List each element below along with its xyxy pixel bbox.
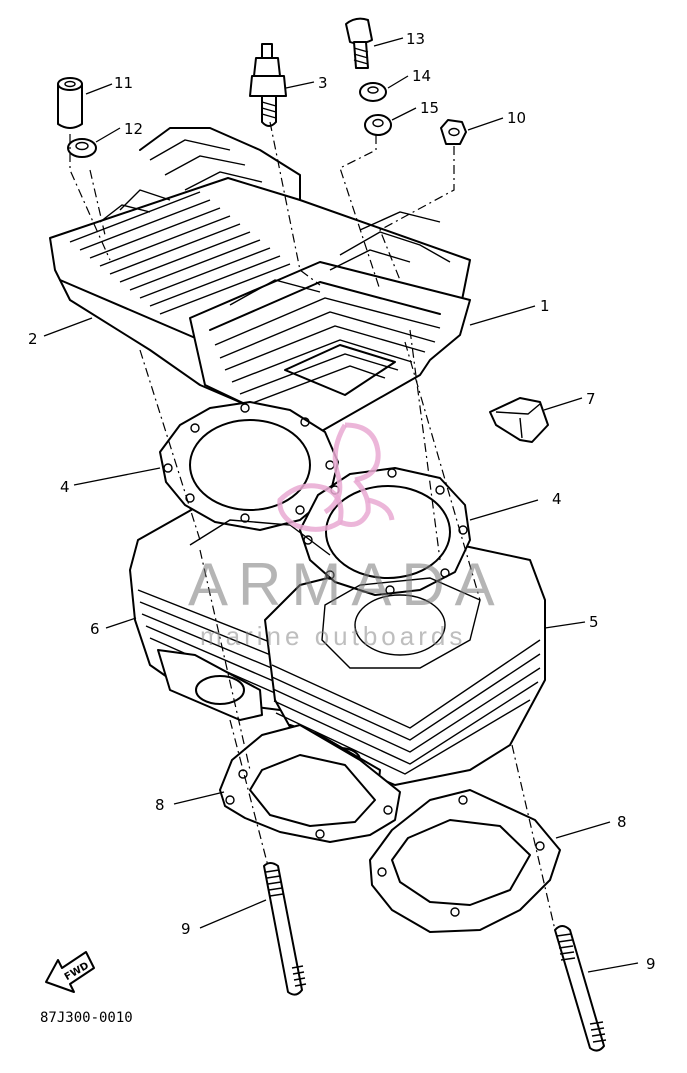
forward-arrow-icon: FWD — [45, 951, 95, 993]
callout-1: 1 — [540, 297, 550, 315]
head-gasket-right-part-4 — [299, 467, 471, 596]
part-code: 87J300-0010 — [40, 1010, 133, 1026]
callout-15: 15 — [420, 99, 439, 117]
washer-part-15 — [364, 114, 392, 136]
callout-8-right: 8 — [617, 813, 627, 831]
watermark: ARMADA marine outboards — [188, 422, 505, 651]
callout-10: 10 — [507, 109, 526, 127]
callout-6: 6 — [90, 620, 100, 638]
callout-4-left: 4 — [60, 478, 70, 496]
stud-right-part-9 — [554, 925, 607, 1052]
callout-9-left: 9 — [181, 920, 191, 938]
cylinder-head — [49, 127, 471, 433]
washer-part-12 — [67, 138, 97, 158]
watermark-brand: ARMADA — [188, 551, 505, 618]
callout-labels: 11 12 3 13 14 15 10 1 2 4 7 4 6 5 8 8 9 … — [28, 30, 656, 973]
base-gasket-right-part-8 — [369, 789, 561, 933]
spark-plug-part-3 — [249, 43, 287, 127]
callout-8-left: 8 — [155, 796, 165, 814]
watermark-tagline: marine outboards — [200, 621, 466, 651]
alignment-lines — [69, 121, 556, 931]
callout-3: 3 — [318, 74, 328, 92]
nut-part-10 — [440, 119, 467, 145]
callout-13: 13 — [406, 30, 425, 48]
callout-14: 14 — [412, 67, 431, 85]
callout-5: 5 — [589, 613, 599, 631]
base-gasket-left-part-8 — [219, 724, 401, 843]
leader-lines — [43, 37, 639, 973]
head-fins-left — [69, 127, 301, 315]
washer-part-14 — [359, 82, 387, 102]
callout-11: 11 — [114, 74, 133, 92]
clip-part-7 — [489, 397, 549, 443]
stud-left-part-9 — [263, 862, 307, 996]
callout-7: 7 — [586, 390, 596, 408]
callout-4-right: 4 — [552, 490, 562, 508]
callout-12: 12 — [124, 120, 143, 138]
callout-2: 2 — [28, 330, 38, 348]
collar-part-11 — [57, 77, 83, 129]
callout-9-right: 9 — [646, 955, 656, 973]
watermark-logo-icon — [277, 422, 395, 532]
bolt-part-13 — [345, 17, 373, 69]
